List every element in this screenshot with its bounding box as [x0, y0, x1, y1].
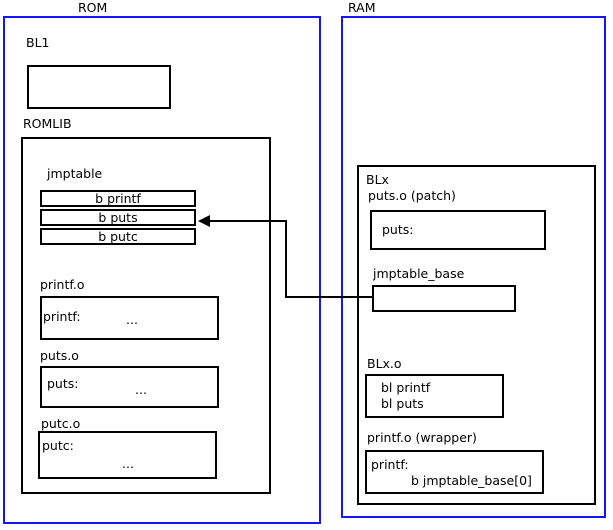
jmptable-entry-0[interactable]: b printf	[40, 190, 196, 207]
blx-o-line-1: bl puts	[381, 396, 424, 411]
bl1-box	[27, 65, 171, 109]
puts-patch-label: puts.o (patch)	[368, 188, 456, 203]
jmptable-base-label: jmptable_base	[373, 266, 465, 281]
printf-o-body: ...	[126, 312, 138, 327]
romlib-label: ROMLIB	[23, 116, 72, 131]
ram-region	[341, 16, 606, 518]
puts-patch-box: puts:	[370, 210, 546, 250]
connector-segment-vertical	[285, 220, 287, 298]
ram-region-label: RAM	[348, 0, 376, 15]
jmptable-entry-0-text: b printf	[95, 191, 141, 206]
putc-o-symbol: putc:	[42, 438, 74, 453]
putc-o-box: putc: ...	[38, 431, 217, 479]
blx-o-label: BLx.o	[367, 356, 402, 371]
printf-o-label: printf.o	[40, 277, 85, 292]
rom-region-label: ROM	[78, 0, 108, 15]
printf-wrapper-label: printf.o (wrapper)	[367, 430, 477, 445]
puts-o-body: ...	[135, 382, 147, 397]
blx-o-box: bl printf bl puts	[365, 374, 504, 418]
puts-o-box: puts: ...	[40, 366, 219, 408]
rom-region	[3, 16, 321, 524]
printf-wrapper-instruction: b jmptable_base[0]	[411, 473, 532, 488]
jmptable-base-box	[372, 285, 516, 312]
jmptable-entry-1-text: b puts	[98, 210, 138, 225]
connector-segment-bottom	[285, 296, 373, 298]
blx-o-line-0: bl printf	[381, 380, 431, 395]
jmptable-entry-2[interactable]: b putc	[40, 228, 196, 245]
putc-o-label: putc.o	[41, 416, 81, 431]
jmptable-entry-1[interactable]: b puts	[40, 209, 196, 226]
puts-o-symbol: puts:	[47, 376, 79, 391]
jmptable-entry-2-text: b putc	[98, 229, 138, 244]
bl1-label: BL1	[26, 35, 50, 50]
printf-o-symbol: printf:	[43, 309, 81, 324]
connector-arrowhead-icon	[198, 215, 210, 227]
putc-o-body: ...	[122, 456, 134, 471]
printf-wrapper-symbol: printf:	[371, 457, 409, 472]
connector-segment-top	[209, 220, 287, 222]
puts-patch-symbol: puts:	[382, 222, 414, 237]
puts-o-label: puts.o	[40, 348, 79, 363]
blx-label: BLx	[366, 172, 389, 187]
printf-o-box: printf: ...	[40, 296, 219, 340]
jmptable-label: jmptable	[47, 166, 103, 181]
printf-wrapper-box: printf: b jmptable_base[0]	[365, 450, 544, 494]
